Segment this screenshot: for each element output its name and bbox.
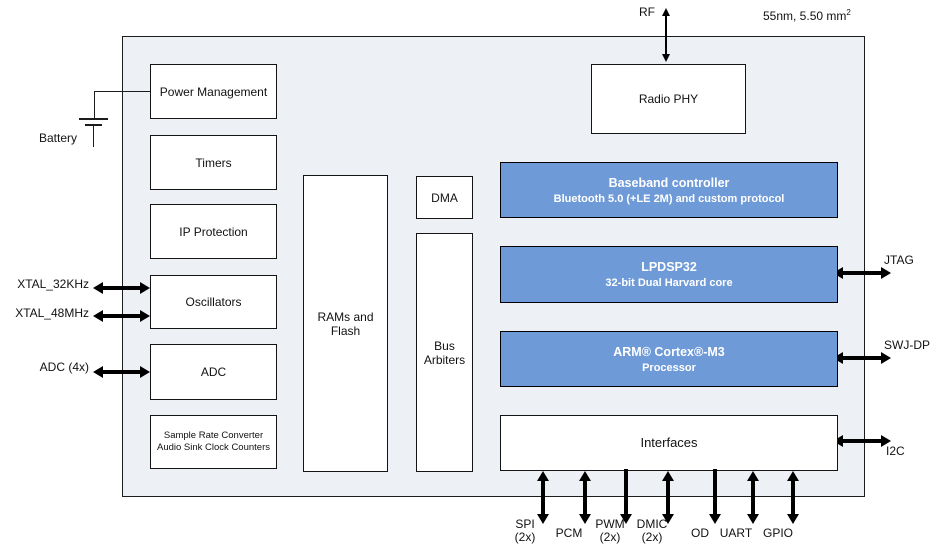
xtal32-arrow [102,286,141,290]
pcm-arrow [583,480,587,515]
gpio-arrow [791,480,795,515]
pwm-arrow [624,469,628,515]
cortex-m3-subtitle: Processor [642,361,696,374]
process-size-note: 55nm, 5.50 mm2 [763,8,851,23]
od-arrow [713,469,717,515]
battery-plate-short [85,124,102,126]
spi-arrow [541,480,545,515]
battery-wire-lower [93,126,94,147]
timers-block: Timers [150,135,277,190]
jtag-arrow [842,271,882,275]
radio-phy-block: Radio PHY [591,64,746,134]
lpdsp32-block: LPDSP32 32-bit Dual Harvard core [500,246,838,303]
src-line2: Audio Sink Clock Counters [157,442,270,453]
process-size-text: 55nm, 5.50 mm [763,9,847,23]
spi-label-main: SPI [515,517,535,531]
cortex-m3-block: ARM® Cortex®-M3 Processor [500,331,838,387]
battery-wire-horizontal [94,91,150,92]
xtal48-arrow [102,314,141,318]
dmic-label-sub: (2x) [641,530,663,544]
battery-label: Battery [38,131,77,145]
pcm-label: PCM [555,526,583,540]
lpdsp32-subtitle: 32-bit Dual Harvard core [605,277,733,289]
baseband-title: Baseband controller [608,175,730,190]
adc4x-arrow [102,370,141,374]
src-line1: Sample Rate Converter [163,430,264,441]
pwm-label-sub: (2x) [599,530,621,544]
dmic-arrow [666,480,670,515]
oscillators-block: Oscillators [150,275,277,329]
adc-block: ADC [150,344,277,400]
rf-label: RF [639,5,655,19]
swj-dp-label: SWJ-DP [884,338,930,352]
xtal32-label: XTAL_32KHz [17,277,89,291]
process-size-sup: 2 [846,8,851,17]
i2c-label: I2C [886,444,905,458]
pwm-label: PWM (2x) [590,518,630,544]
uart-label: UART [719,526,753,540]
cortex-m3-title: ARM® Cortex®-M3 [613,344,725,359]
battery-plate-long [79,118,108,120]
jtag-label: JTAG [884,253,914,267]
xtal48-label: XTAL_48MHz [15,306,89,320]
sample-rate-converter-block: Sample Rate Converter Audio Sink Clock C… [150,415,277,469]
pwm-label-main: PWM [595,517,625,531]
dmic-label-main: DMIC [636,517,668,531]
spi-label: SPI (2x) [505,518,545,544]
uart-arrow [751,480,755,515]
dmic-label: DMIC (2x) [632,518,672,544]
battery-wire-vertical [94,91,95,118]
interfaces-block: Interfaces [500,415,838,471]
baseband-subtitle: Bluetooth 5.0 (+LE 2M) and custom protoc… [553,192,785,205]
ip-protection-block: IP Protection [150,204,277,259]
adc4x-label: ADC (4x) [39,360,89,374]
swj-dp-arrow [842,356,882,360]
lpdsp32-title: LPDSP32 [641,260,697,274]
power-management-block: Power Management [150,64,277,119]
baseband-controller-block: Baseband controller Bluetooth 5.0 (+LE 2… [500,162,838,218]
rams-flash-block: RAMs and Flash [303,175,388,472]
bus-arbiters-block: Bus Arbiters [416,233,473,472]
dma-block: DMA [416,176,473,219]
od-label: OD [691,526,709,540]
spi-label-sub: (2x) [514,530,536,544]
i2c-arrow [842,439,882,443]
rf-arrow [665,16,667,54]
gpio-label: GPIO [762,526,793,540]
